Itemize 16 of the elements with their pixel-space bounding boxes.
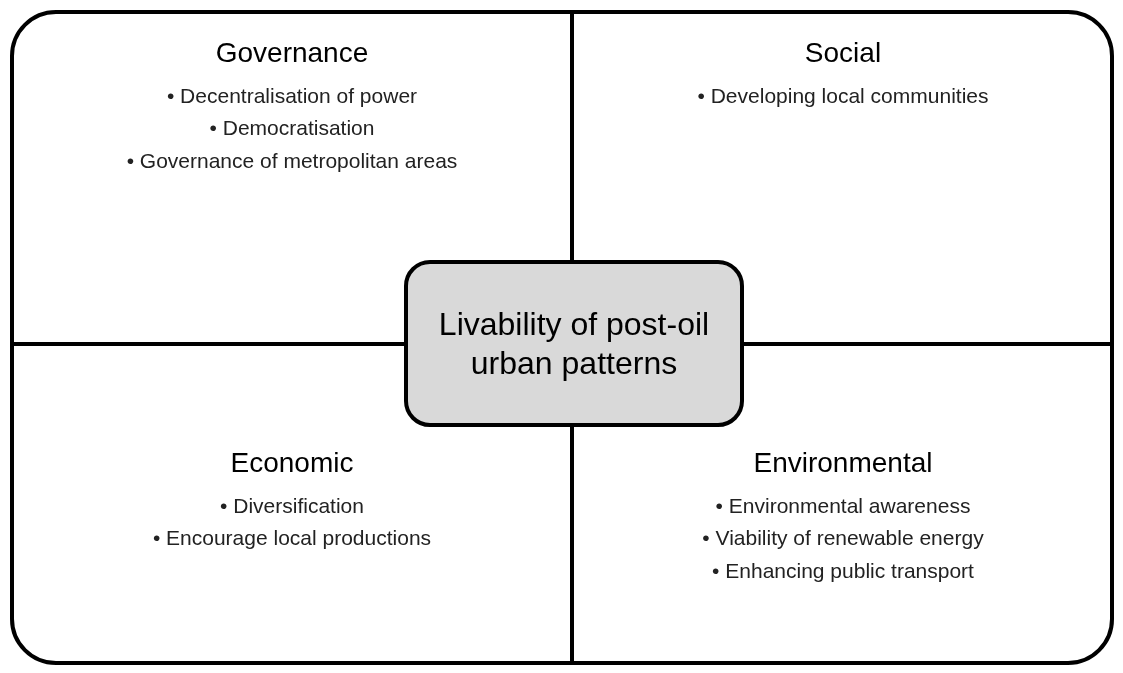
bullet-item: • Viability of renewable energy bbox=[702, 525, 984, 552]
bullet-item: • Diversification bbox=[220, 492, 364, 519]
quadrant-heading: Economic bbox=[230, 446, 354, 480]
quadrant-heading: Social bbox=[804, 36, 882, 70]
bullet-item: • Decentralisation of power bbox=[166, 82, 418, 109]
bullet-item: • Enhancing public transport bbox=[712, 557, 974, 584]
quadrant-heading: Governance bbox=[215, 36, 369, 70]
center-title: Livability of post-oil urban patterns bbox=[437, 305, 711, 382]
quadrant-heading: Environmental bbox=[753, 446, 933, 480]
frame-box bbox=[10, 10, 1114, 665]
bullet-item: • Environmental awareness bbox=[715, 492, 971, 519]
bullet-item: • Governance of metropolitan areas bbox=[126, 147, 458, 174]
center-box bbox=[404, 260, 744, 427]
bullet-item: • Developing local communities bbox=[697, 82, 989, 109]
bullet-item: • Encourage local productions bbox=[152, 525, 432, 552]
bullet-item: • Democratisation bbox=[209, 115, 375, 142]
